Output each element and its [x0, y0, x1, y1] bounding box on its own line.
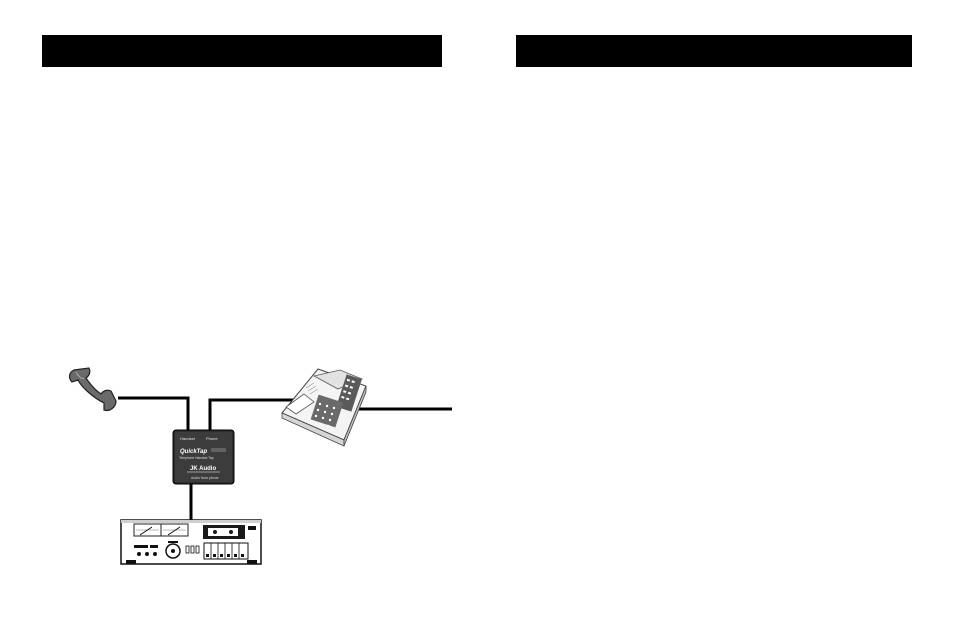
product-subtitle: Telephone Handset Tap [179, 456, 214, 460]
left-page-header-bar [42, 35, 442, 67]
brand-label: JK Audio [190, 466, 216, 472]
device-footer-text: Audio from phone [191, 476, 219, 480]
handset-cable [118, 396, 190, 432]
handset-icon [68, 367, 117, 412]
phone-cable [208, 398, 298, 432]
right-page-header-bar [516, 35, 912, 67]
port-handset-label: Handset [180, 436, 196, 441]
port-phone-label: Phone [206, 436, 218, 441]
cables [118, 396, 452, 522]
product-name: QuickTap [180, 449, 207, 455]
desk-phone-icon [281, 368, 367, 447]
cassette-deck-icon [120, 519, 262, 565]
quicktap-device: Handset Phone QuickTap Telephone Handset… [172, 429, 235, 485]
